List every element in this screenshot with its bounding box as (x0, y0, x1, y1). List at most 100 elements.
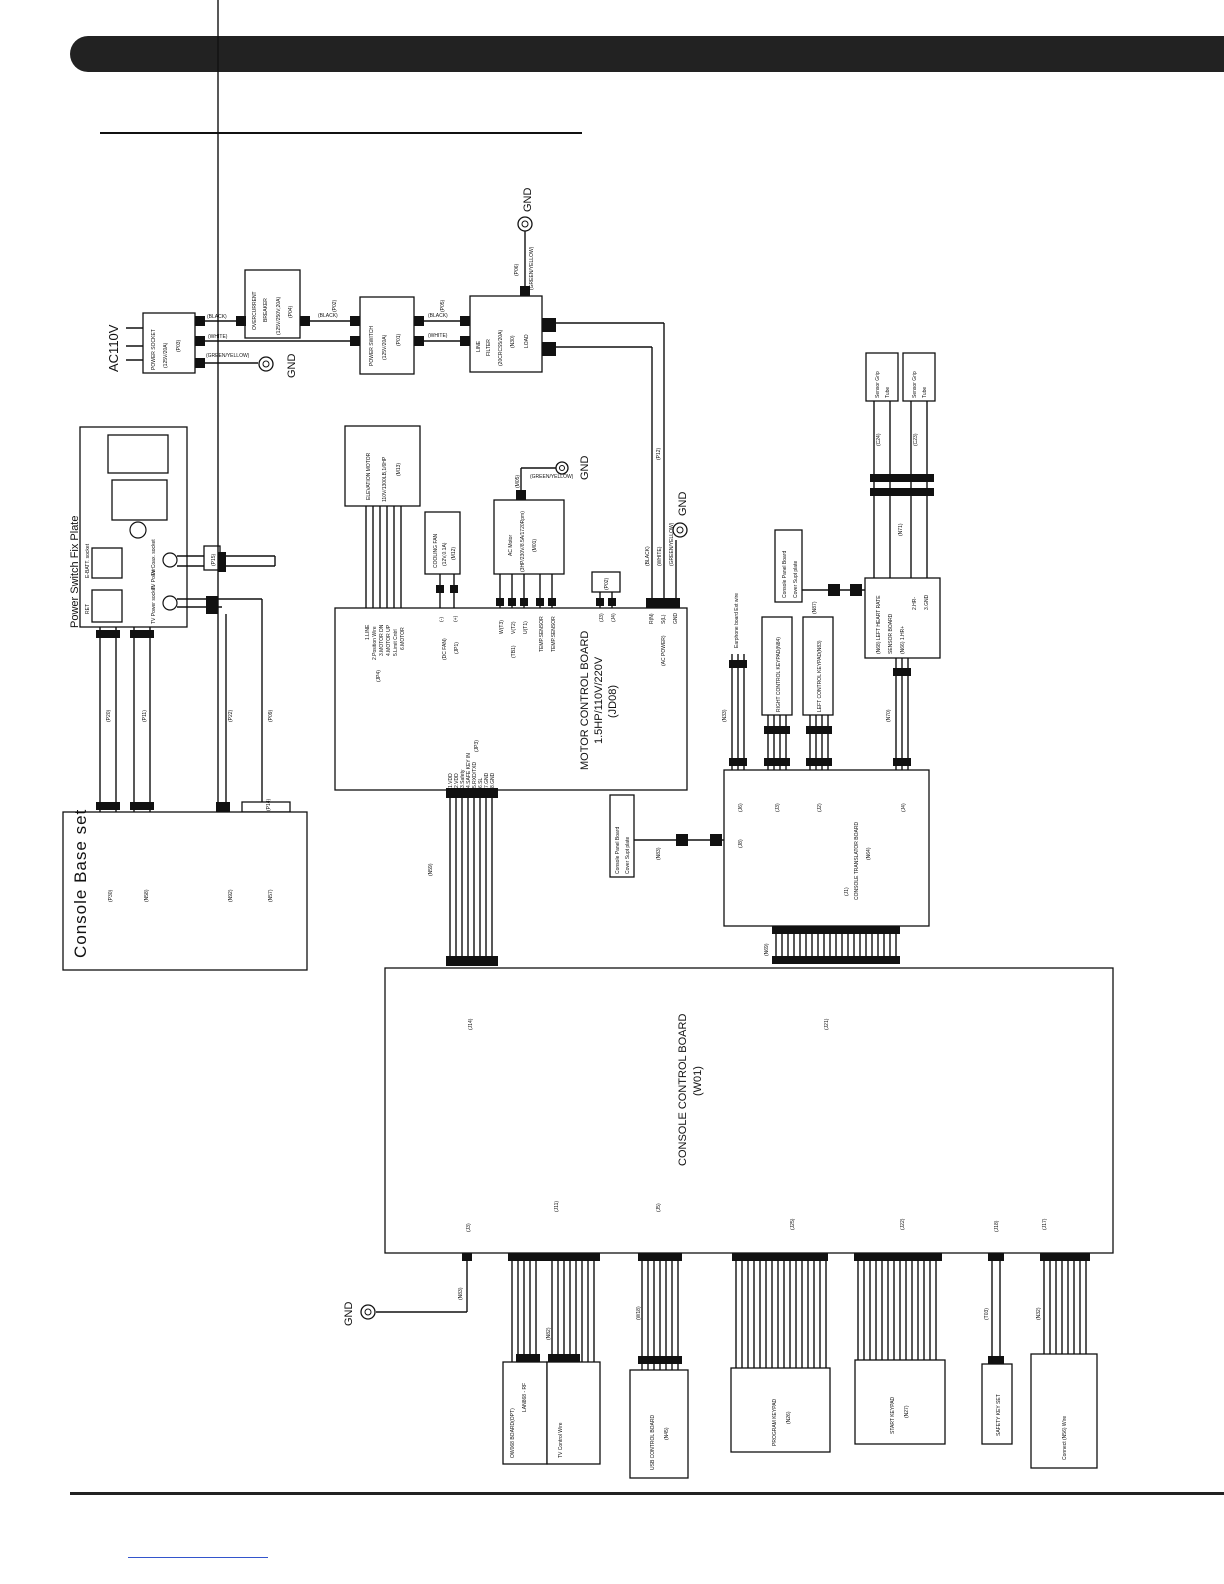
motor-control-board: MOTOR CONTROL BOARD 1.5HP/110V/220V (JD0… (334, 607, 688, 791)
ac-power-label: (AC POWER) (661, 635, 667, 666)
jp3-pin-2: 2.VDD (454, 773, 460, 788)
n59-label: (N59) (428, 863, 434, 876)
ac-power-pin-s: S(L) (661, 614, 667, 624)
j22-harness (854, 1253, 942, 1360)
overcurrent-breaker: OVERCURRENT BREAKER (125V/250V;20A) (P04… (244, 269, 301, 339)
j3-jumper-label: (J3) (599, 613, 605, 622)
jp3-pin-6: 6.SL (478, 777, 484, 788)
sensor-grip-tube-1: Sensor Grip Tube (865, 352, 899, 402)
n82-label: (N82) (546, 1327, 552, 1340)
n71-label: (N71) (898, 523, 904, 536)
translator-label-1: CONSOLE TRANSLATOR BOARD (854, 822, 860, 900)
c23-label: (C23) (913, 433, 919, 446)
p02-jumper-label: (P02) (604, 577, 610, 590)
w18-label: (W18) (636, 1306, 642, 1320)
elevation-motor: ELEVATION MOTOR 110V/1300LB,1/6HP (M13) (344, 425, 421, 507)
power-switch: POWER SWITCH (125V/20A) (P01) (359, 296, 415, 375)
jp4-label: (JP4) (376, 670, 382, 682)
ac-power-pin-gnd: GND (673, 613, 679, 625)
jp4-pin-6: 6.MOTOR (400, 627, 406, 650)
gnd-label-acpower: GND (677, 492, 689, 517)
wire-white-label-3: (WHITE) (657, 546, 663, 566)
line-filter-label-5: LOAD (524, 334, 530, 348)
tb1-label: (TB1) (511, 645, 517, 658)
j18-label: (J18) (994, 1220, 1000, 1232)
line-filter: LINE FILTER (20CRCS5/20A) (N30) LOAD (469, 295, 543, 373)
jp4-pin-5: 5.Limit Cntrl (393, 629, 399, 656)
power-socket-label-1: POWER SOCKET (151, 329, 157, 370)
j21-label: (J21) (824, 1018, 830, 1030)
cable-p20-label: (P20) (106, 709, 112, 722)
console-panel-plate-2: Console Panel Board Cover Supt plate (774, 529, 803, 603)
j14-label: (J14) (468, 1018, 474, 1030)
wire-black-label-1: (BLACK) (207, 314, 227, 320)
lan-board-label-2: LAN868 - RF (522, 1383, 528, 1412)
wire-white-label-2: (WHITE) (428, 333, 448, 339)
title-underline (100, 132, 582, 134)
base-cable-n57: (N57) (268, 889, 274, 902)
power-socket: POWER SOCKET (125V/20A) (P03) (126, 312, 196, 374)
power-switch-fix-plate: Power Switch Fix Plate E-BATT. socket TV… (69, 426, 188, 628)
j3-console-label: (J3) (466, 1223, 472, 1232)
wire-gy-label-2: (GREEN/YELLOW) (529, 246, 535, 290)
console-board-label-2: (W01) (692, 1066, 704, 1096)
translator-label-2: (N64) (866, 847, 872, 860)
connect-wire: Connect (N56) Wire (1030, 1353, 1098, 1469)
power-switch-label-2: (125V/20A) (382, 334, 388, 360)
j25-label: (J25) (790, 1218, 796, 1230)
t03-label: (T03) (984, 1308, 990, 1320)
line-filter-label-2: FILTER (486, 339, 492, 356)
power-socket-label-3: (P03) (176, 339, 182, 352)
cable-p11-label: (P11) (142, 710, 148, 722)
right-keypad-label: RIGHT CONTROL KEYPAD(N84) (776, 637, 782, 712)
sensor-grip-1-line-2: Tube (885, 387, 891, 398)
jp3-pin-1: 1.VDD (448, 773, 454, 788)
p06-label: (P06) (514, 263, 520, 276)
cable-p22-label: (P22) (228, 709, 234, 722)
lan-board: OW068 BOARD(OPT) LAN868 - RF (502, 1361, 548, 1465)
jp4-pin-2: 2.Position Wire (372, 626, 378, 660)
jp4-pin-3: 3.MOTOR DN (379, 624, 385, 656)
cp-plate-2-line-2: Cover Supt plate (793, 561, 799, 598)
translator-j8: (J8) (738, 839, 744, 848)
hr-board-line-3: (N66) 1.HR+ (900, 626, 906, 654)
cooling-fan-label-2: (12V,0.1A) (442, 542, 448, 566)
start-keypad-label-2: (N27) (904, 1405, 910, 1418)
line-filter-label-3: (20CRCS5/20A) (498, 330, 504, 366)
translator-j4: (J4) (901, 803, 907, 812)
jp1-label: (JP1) (454, 642, 460, 654)
console-control-board: CONSOLE CONTROL BOARD (W01) (J14) (J21) … (384, 967, 1114, 1254)
p12-label: (P12) (656, 447, 662, 460)
j25-harness (732, 1253, 828, 1368)
breaker-label-2: BREAKER (263, 298, 269, 322)
jp4-pin-1: 1.LINE (365, 624, 371, 640)
console-board-label-1: CONSOLE CONTROL BOARD (677, 1014, 689, 1166)
plate-label-ret: RET (85, 604, 91, 614)
console-base-label: Console Base set (71, 809, 90, 958)
cp-plate-2-line-1: Console Panel Board (782, 551, 788, 598)
hr-board-line-1: (N68) LEFT HEART RATE (876, 595, 882, 654)
left-keypad-label: LEFT CONTROL KEYPAD(N83) (817, 640, 823, 712)
gnd-label-motor: GND (579, 456, 591, 481)
elevation-motor-label-2: 110V/1300LB,1/6HP (382, 456, 388, 502)
n83-gnd-label: (N83) (458, 1287, 464, 1300)
usb-board-label-1: USB CONTROL BOARD (650, 1415, 656, 1470)
jp3-pin-4: 4.SAFE KEY IN (466, 753, 472, 788)
m05-label: (M05) (515, 475, 521, 488)
j11-label: (J11) (554, 1201, 560, 1212)
ac-motor-label-1: AC Motor (508, 535, 514, 556)
right-control-keypad: RIGHT CONTROL KEYPAD(N84) (761, 616, 793, 716)
program-keypad: PROGRAM KEYPAD (N26) (730, 1367, 831, 1453)
breaker-label-1: OVERCURRENT (252, 291, 258, 330)
n83-plate-label: (N83) (656, 847, 662, 860)
tv-control-wire: TV Control Wire (546, 1361, 601, 1465)
tb1-pin-v: V(T2) (511, 621, 517, 634)
j5-label: (J5) (656, 1203, 662, 1212)
tb1-pin-u: U(T1) (523, 621, 529, 634)
gnd-label-socket: GND (286, 354, 298, 379)
jp3-pin-8: 8.GND (490, 772, 496, 788)
gnd-label-console: GND (343, 1302, 355, 1327)
line-filter-label-1: LINE (476, 340, 482, 352)
hr-board-line-5: 3.GND (924, 594, 930, 610)
safety-key-set: SAFETY KEY SET (981, 1363, 1013, 1445)
